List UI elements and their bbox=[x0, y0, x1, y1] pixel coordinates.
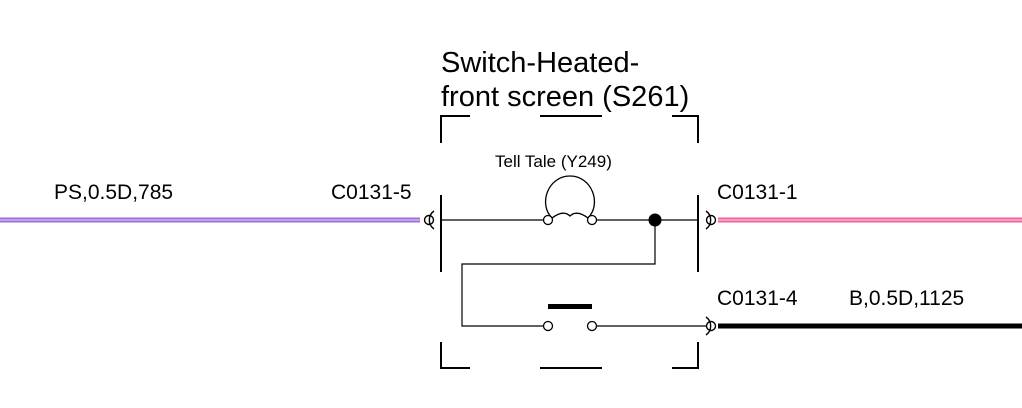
splice-dot bbox=[648, 213, 662, 227]
component-boundary bbox=[440, 115, 699, 369]
wire-bottom-label: B,0.5D,1125 bbox=[849, 287, 965, 310]
switch-symbol bbox=[542, 304, 598, 332]
connector-c0131-4-label: C0131-4 bbox=[717, 287, 798, 310]
lamp-symbol bbox=[542, 175, 598, 226]
wire-left-label: PS,0.5D,785 bbox=[54, 181, 174, 204]
terminal-c0131-1 bbox=[705, 210, 717, 230]
terminal-c0131-4 bbox=[705, 316, 717, 336]
component-title-line1: Switch-Heated- bbox=[441, 47, 640, 79]
connector-c0131-5-label: C0131-5 bbox=[331, 181, 412, 204]
internal-wiring bbox=[441, 219, 706, 327]
terminal-c0131-5 bbox=[423, 210, 435, 230]
component-title-line2: front screen (S261) bbox=[441, 81, 690, 113]
lamp-label: Tell Tale (Y249) bbox=[495, 152, 612, 171]
connector-c0131-1-label: C0131-1 bbox=[717, 181, 798, 204]
